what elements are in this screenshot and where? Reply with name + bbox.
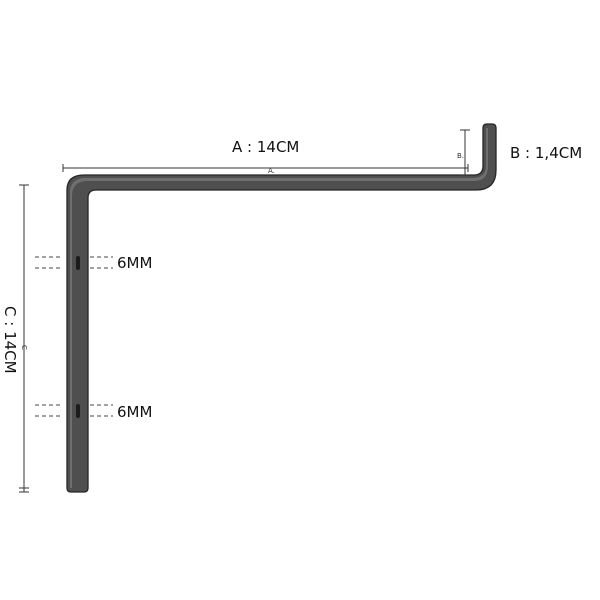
hole-bottom-size-label: 6MM	[117, 403, 152, 421]
dimension-line-b	[460, 129, 470, 176]
dimension-line-c	[19, 184, 29, 493]
length-c-label: C : 14CM	[1, 306, 19, 374]
dimension-line-a	[62, 164, 469, 172]
length-a-label: A : 14CM	[232, 138, 299, 156]
mounting-hole-bottom	[76, 404, 80, 418]
dimension-tag-c: C	[20, 345, 28, 350]
dimension-tag-b: B.	[457, 152, 464, 160]
hole-guide-bottom	[35, 404, 113, 417]
mounting-hole-top	[76, 256, 80, 270]
hole-guide-top	[35, 256, 113, 269]
dimension-tag-a: A.	[268, 167, 275, 175]
hole-top-size-label: 6MM	[117, 254, 152, 272]
l-bracket	[66, 123, 497, 493]
length-b-label: B : 1,4CM	[510, 144, 582, 162]
